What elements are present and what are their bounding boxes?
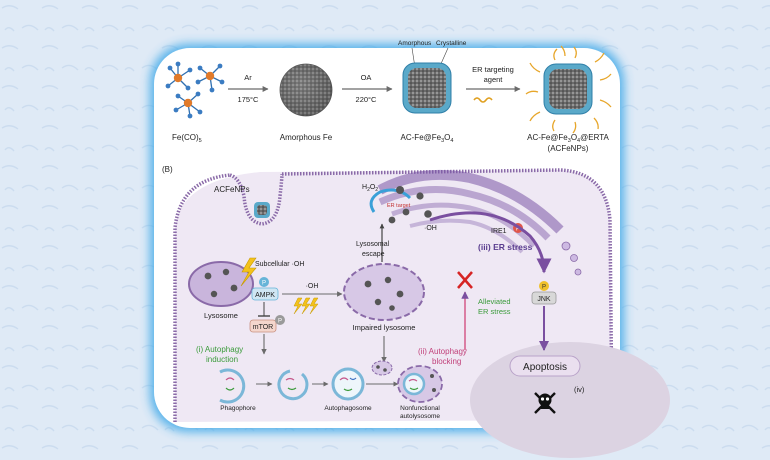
arrow1-bottom-label: 175°C xyxy=(238,95,260,104)
oh-er-label: ·OH xyxy=(424,225,437,232)
amorphous-fe-shade xyxy=(280,64,332,116)
phagophore xyxy=(219,368,246,404)
panel-a: Fe(CO)5 Ar 175°C Amorphous Fe OA 220°C A… xyxy=(165,40,612,153)
panel-b: (B) ACFeNPs H2O2 ER target ·OH xyxy=(162,165,670,458)
endocytosed-acfenp-core xyxy=(257,205,267,215)
amorphous-label: Amorphous xyxy=(398,40,432,47)
er-stress-arrow xyxy=(429,211,552,274)
autophagosome-label: Autophagosome xyxy=(324,405,372,412)
ampk-phospho xyxy=(259,277,269,287)
alleviated-label-2: ER stress xyxy=(478,307,511,316)
autophagy-induction-label-1: (i) Autophagy xyxy=(196,345,243,354)
arrow3-bottom-label: agent xyxy=(484,75,504,84)
arrow2-bottom-label: 220°C xyxy=(356,95,378,104)
panel-b-tag: (B) xyxy=(162,165,173,174)
lysosome-label: Lysosome xyxy=(204,311,238,320)
phagophore-label: Phagophore xyxy=(220,405,256,412)
nonfunctional-label-1: Nonfunctional xyxy=(400,405,440,412)
autophagy-blocking-label-2: blocking xyxy=(432,357,461,366)
ampk-box xyxy=(251,287,279,301)
autophagosome xyxy=(331,367,365,401)
mtor-p-label: P xyxy=(278,319,282,325)
lysosomal-escape-label-1: Lysosomal xyxy=(356,241,390,248)
nonfunctional-autolysosome xyxy=(397,365,443,403)
small-impaired-lysosome-particles xyxy=(376,365,387,372)
lysosome xyxy=(188,261,254,307)
h2o2-label: H2O2 xyxy=(362,184,378,193)
er-vesicles xyxy=(388,186,432,224)
arrow2-top-label: OA xyxy=(361,73,372,82)
ampk-p-label: P xyxy=(262,281,266,287)
arrow3-top-label: ER targeting xyxy=(472,65,514,74)
lightning-icon xyxy=(240,257,257,287)
block-x-icon xyxy=(457,271,473,289)
jnk-phospho xyxy=(539,281,549,291)
small-impaired-lysosome xyxy=(371,360,393,376)
small-lightning-icons xyxy=(293,297,319,315)
alleviated-label-1: Alleviated xyxy=(478,297,511,306)
er-target-label: ER target xyxy=(387,203,411,209)
impaired-lysosome xyxy=(343,263,425,321)
targeting-agent-squiggle xyxy=(473,97,493,103)
ire1-p-label: P xyxy=(516,227,520,233)
autophagy-induction-label-2: induction xyxy=(206,355,238,364)
impaired-lysosome-particles xyxy=(364,276,404,311)
crystalline-label: Crystalline xyxy=(436,40,467,47)
acfenps-particle xyxy=(525,45,612,134)
arrow1-top-label: Ar xyxy=(244,73,252,82)
impaired-lysosome-label: Impaired lysosome xyxy=(353,323,416,332)
fe3o4-outline xyxy=(402,62,452,114)
acfenps-abbrev-label: (ACFeNPs) xyxy=(548,144,589,153)
ac-fe-fe3o4-label: AC-Fe@Fe3O4 xyxy=(401,133,454,144)
phagophore-closing xyxy=(277,369,309,401)
lysosomal-escape-label-2: escape xyxy=(362,251,385,258)
mtor-box xyxy=(249,319,277,333)
skull-icon xyxy=(534,392,556,414)
apoptosis-box xyxy=(509,355,581,377)
nonfunctional-label-2: autolysosome xyxy=(400,413,440,420)
mtor-label: mTOR xyxy=(253,324,273,331)
acfenps-cell-label: ACFeNPs xyxy=(214,185,250,194)
jnk-label: JNK xyxy=(537,296,551,303)
subcellular-oh-label: Subcellular ·OH xyxy=(255,261,304,268)
fe-co5-label: Fe(CO)5 xyxy=(172,133,202,144)
apoptosis-label: Apoptosis xyxy=(523,362,567,373)
acfenps-label: AC-Fe@Fe3O4@ERTA xyxy=(527,133,609,144)
mtor-phospho xyxy=(275,315,285,325)
fe-co5-molecules xyxy=(165,61,225,119)
ampk-label: AMPK xyxy=(255,292,275,299)
ire1-label: IRE1 xyxy=(491,228,507,235)
cell-membrane-left xyxy=(173,173,231,422)
autophagy-blocking-label-1: (ii) Autophagy xyxy=(418,347,467,356)
er-stress-label: (iii) ER stress xyxy=(478,242,533,252)
oh-lyso-label: ·OH xyxy=(306,283,319,290)
jnk-box xyxy=(531,291,557,305)
fe-core xyxy=(408,68,446,108)
lysosome-particles xyxy=(204,268,238,298)
apoptosis-iv-label: (iv) xyxy=(574,385,585,394)
endoplasmic-reticulum xyxy=(377,169,582,276)
jnk-p-label: P xyxy=(542,285,546,291)
amorphous-fe-label: Amorphous Fe xyxy=(280,133,333,142)
